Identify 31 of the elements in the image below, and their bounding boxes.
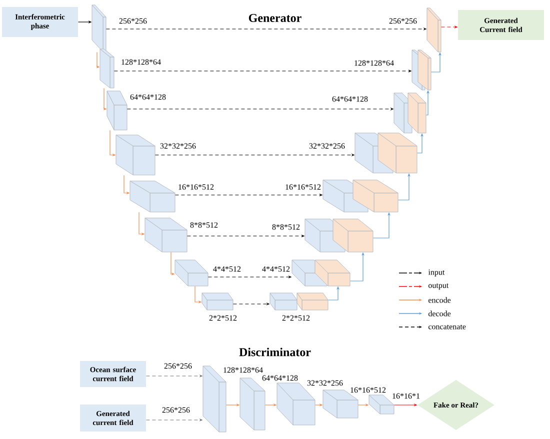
legend-label: concatenate <box>428 324 466 330</box>
size-label: 64*64*128 <box>262 374 298 382</box>
size-label: 4*4*512 <box>262 266 290 272</box>
edge-label: 256*256 <box>162 406 190 414</box>
size-label: 128*128*64 <box>222 366 264 374</box>
size-label: 128*128*64 <box>354 60 394 66</box>
size-label: 16*16*512 <box>178 184 214 190</box>
tensor-block <box>368 394 394 414</box>
size-label: 64*64*128 <box>130 94 166 100</box>
section-title: Discriminator <box>239 348 311 356</box>
size-label: 128*128*64 <box>120 58 162 66</box>
size-label: 256*256 <box>118 18 148 24</box>
size-label: 8*8*512 <box>190 222 218 228</box>
size-label: 16*16*512 <box>350 386 386 394</box>
legend-label: output <box>428 283 449 290</box>
edge-label: 256*256 <box>164 362 192 370</box>
legend-label: input <box>428 270 445 276</box>
size-label: 4*4*512 <box>212 266 242 272</box>
legend-label: decode <box>428 310 451 316</box>
edge-label: 16*16*1 <box>392 392 420 400</box>
size-label: 32*32*256 <box>308 142 346 150</box>
section-title: Generator <box>248 14 302 22</box>
size-label: 64*64*128 <box>332 96 368 102</box>
size-label: 2*2*512 <box>282 314 310 322</box>
legend-label: encode <box>428 297 451 303</box>
size-label: 16*16*512 <box>284 184 322 190</box>
size-label: 256*256 <box>388 18 418 24</box>
size-label: 2*2*512 <box>208 314 238 322</box>
size-label: 32*32*256 <box>306 380 344 386</box>
size-label: 8*8*512 <box>272 224 300 230</box>
size-label: 32*32*256 <box>160 142 196 150</box>
